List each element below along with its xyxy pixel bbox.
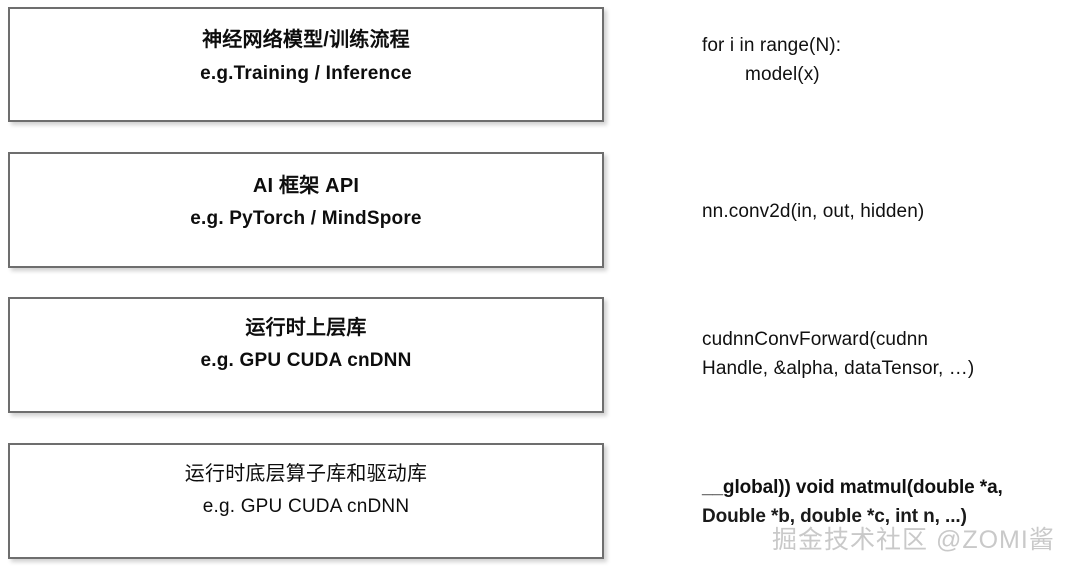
code-line: __global)) void matmul(double *a, — [702, 477, 1003, 498]
layer-subtitle: e.g.Training / Inference — [200, 62, 412, 84]
layer-box-runtime-upper-library: 运行时上层库 e.g. GPU CUDA cnDNN — [8, 297, 604, 413]
layer-title: 运行时底层算子库和驱动库 — [184, 462, 428, 485]
layer-title: 神经网络模型/训练流程 — [202, 29, 410, 52]
layer-subtitle: e.g. GPU CUDA cnDNN — [202, 496, 410, 518]
code-snippet-neural-network-model: for i in range(N): model(x) — [702, 32, 1074, 90]
watermark: 掘金技术社区 @ZOMI酱 — [772, 526, 1055, 554]
layer-box-neural-network-model: 神经网络模型/训练流程 e.g.Training / Inference — [8, 7, 604, 122]
code-snippet-runtime-upper-library: cudnnConvForward(cudnn Handle, &alpha, d… — [702, 326, 1074, 384]
layer-box-runtime-lower-operator-driver-library: 运行时底层算子库和驱动库 e.g. GPU CUDA cnDNN — [8, 443, 604, 559]
code-line: for i in range(N): — [702, 35, 842, 56]
code-line: nn.conv2d(in, out, hidden) — [702, 201, 925, 222]
layer-title: 运行时上层库 — [245, 316, 367, 339]
code-snippet-runtime-lower-operator-driver-library: __global)) void matmul(double *a, Double… — [702, 474, 1074, 532]
code-line: cudnnConvForward(cudnn — [702, 329, 929, 350]
code-line: model(x) — [702, 63, 820, 85]
layer-box-ai-framework-api: AI 框架 API e.g. PyTorch / MindSpore — [8, 152, 604, 268]
code-snippet-ai-framework-api: nn.conv2d(in, out, hidden) — [702, 198, 1074, 227]
code-line: Handle, &alpha, dataTensor, …) — [702, 357, 975, 379]
layer-subtitle: e.g. GPU CUDA cnDNN — [200, 350, 412, 372]
layer-subtitle: e.g. PyTorch / MindSpore — [190, 208, 422, 230]
layer-title: AI 框架 API — [252, 174, 360, 197]
code-line: Double *b, double *c, int n, ...) — [702, 505, 967, 527]
